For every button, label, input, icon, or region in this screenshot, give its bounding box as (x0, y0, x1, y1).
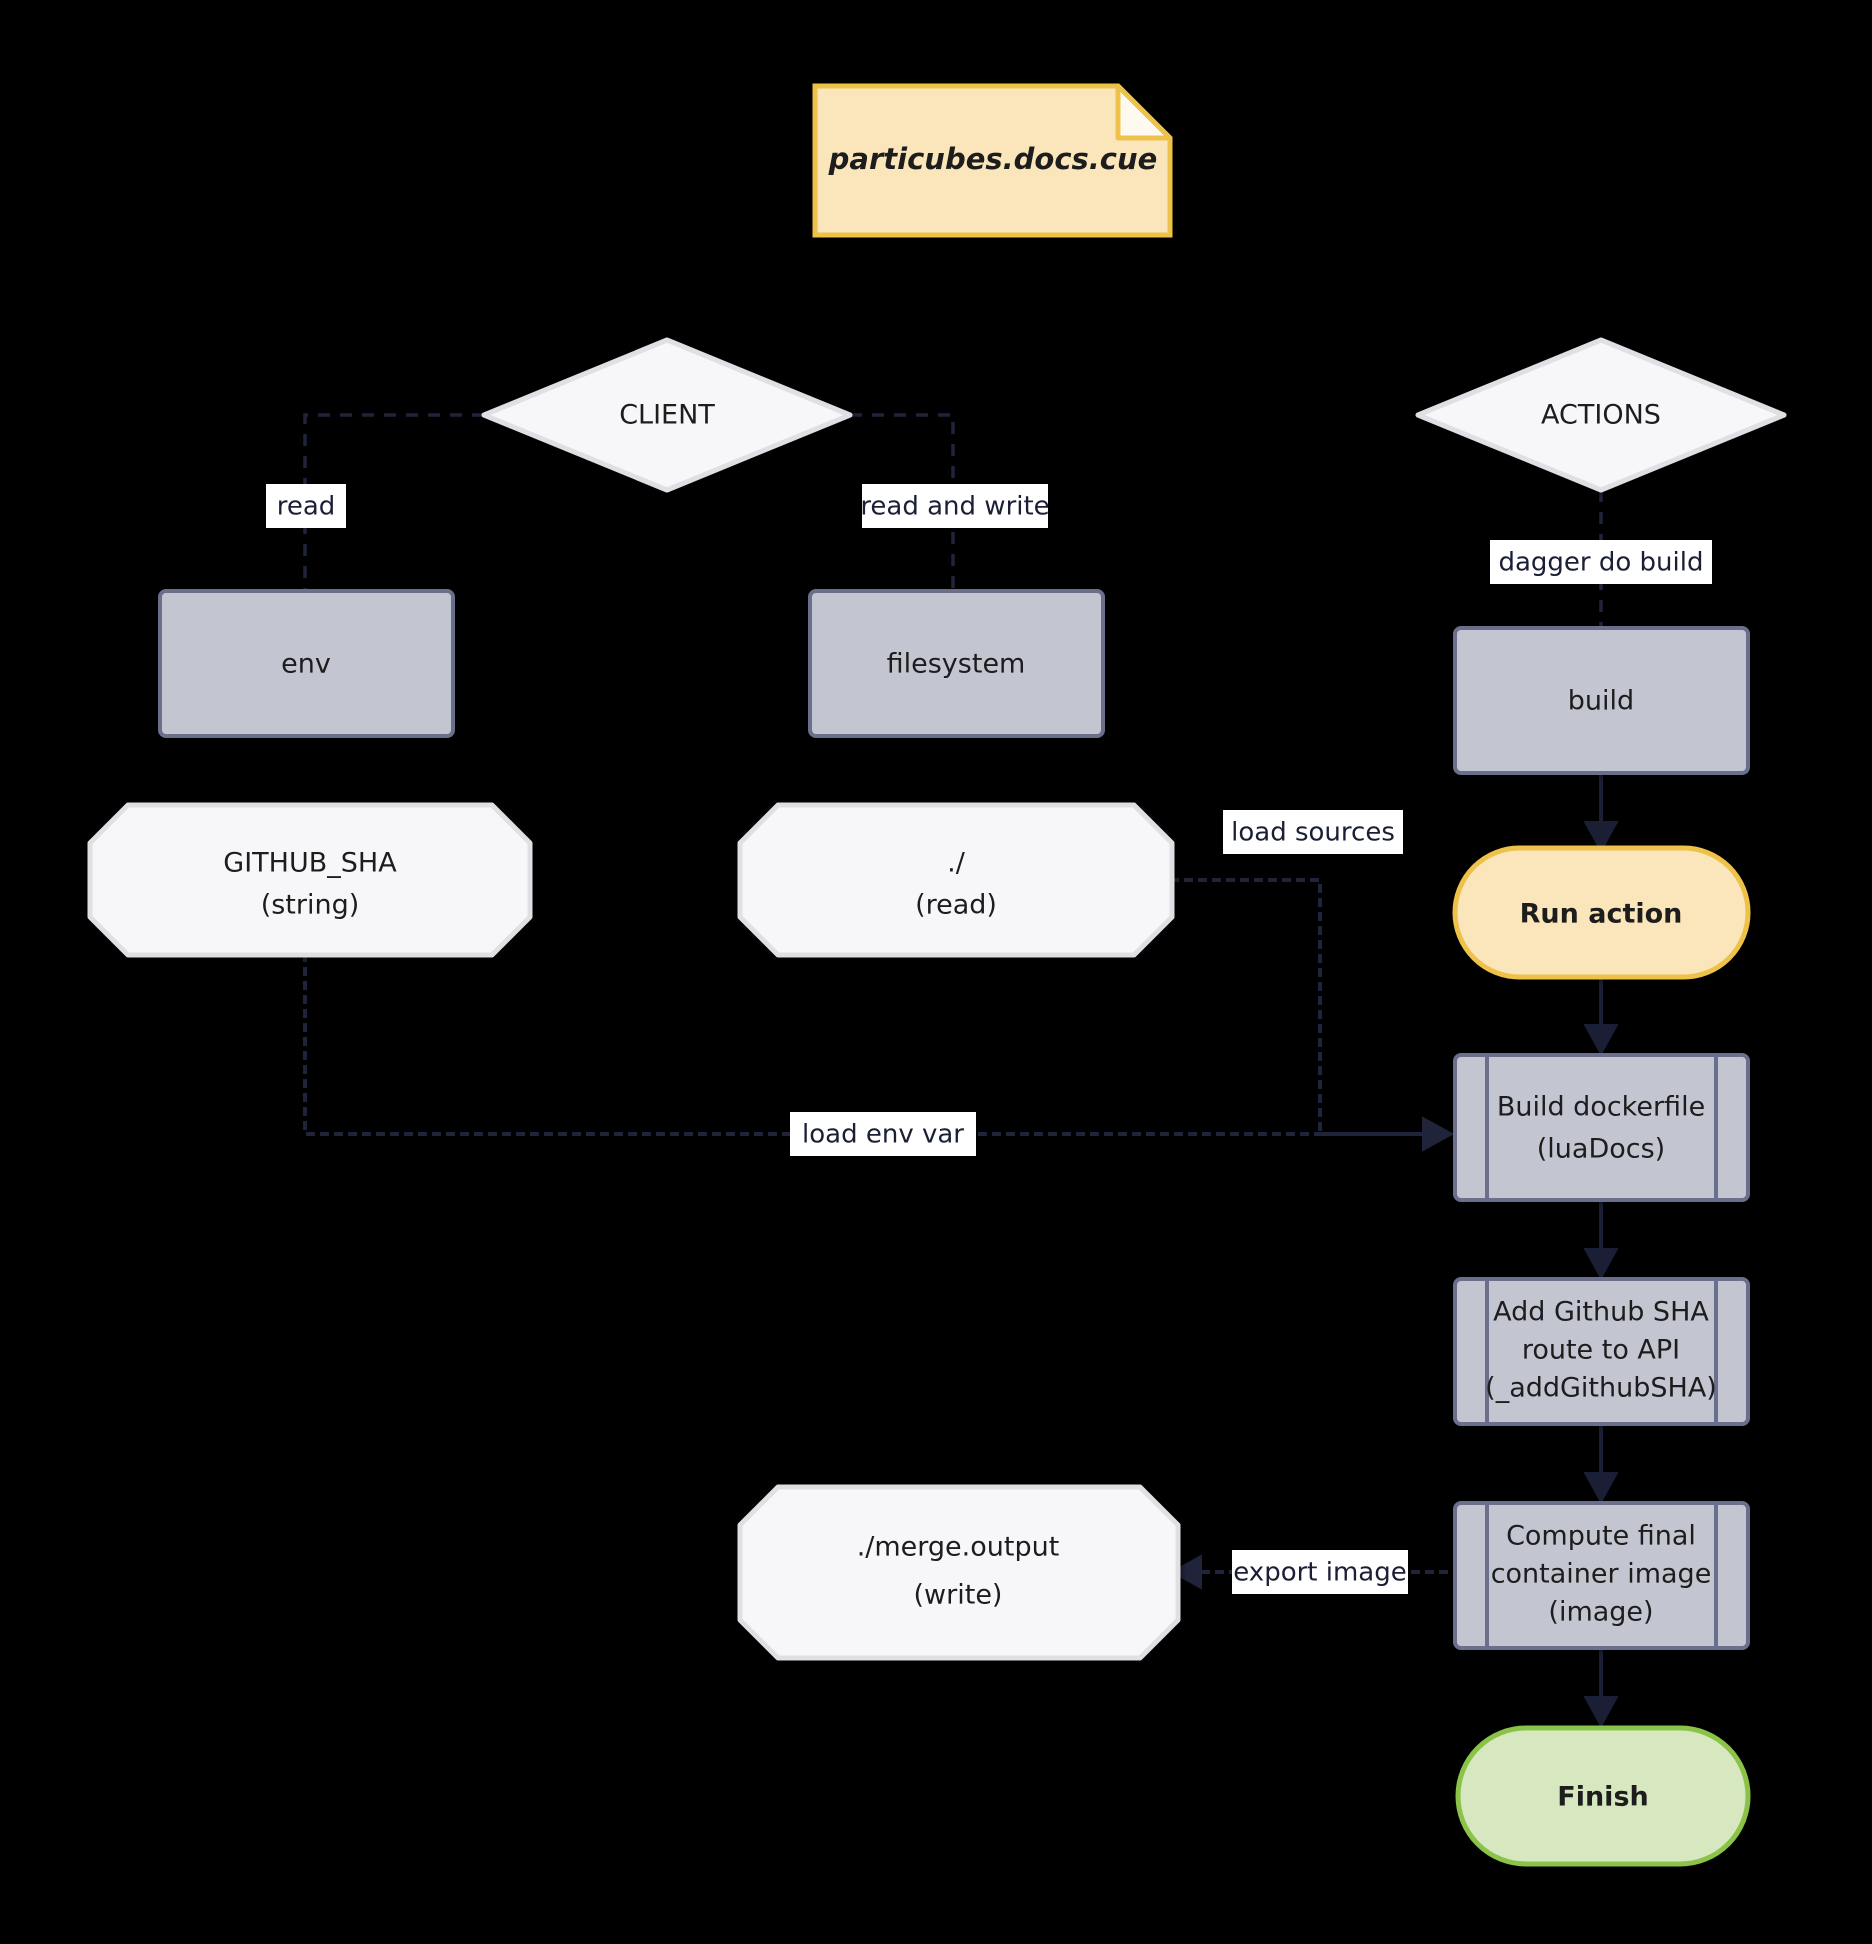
merge-output-line2: (write) (914, 1580, 1003, 1611)
edge-client-filesystem (850, 413, 955, 591)
github-sha-line2: (string) (261, 890, 360, 921)
compute-image-line3: (image) (1548, 1597, 1653, 1628)
add-github-sha-line3: (_addGithubSHA) (1485, 1373, 1717, 1404)
node-note-particubes-docs-cue[interactable]: particubes.docs.cue (812, 83, 1173, 238)
github-sha-line1: GITHUB_SHA (223, 848, 397, 879)
edge-label-load-env-var-text: load env var (802, 1120, 964, 1150)
build-dockerfile-line2: (luaDocs) (1537, 1134, 1665, 1165)
node-build-dockerfile[interactable]: Build dockerfile (luaDocs) (1453, 1053, 1750, 1202)
env-label: env (281, 649, 331, 680)
edge-client-env (303, 413, 484, 591)
node-finish[interactable]: Finish (1455, 1725, 1751, 1867)
node-env[interactable]: env (158, 589, 455, 738)
add-github-sha-line2: route to API (1522, 1335, 1680, 1366)
edge-label-read-text: read (277, 492, 336, 522)
edge-label-load-env-var: load env var (790, 1112, 976, 1156)
edge-label-export-image-text: export image (1233, 1558, 1406, 1588)
node-merge-output[interactable]: ./merge.output (write) (737, 1484, 1181, 1661)
edge-githubsha-builddockerfile (303, 953, 1454, 1152)
build-label: build (1568, 686, 1634, 717)
node-compute-image[interactable]: Compute final container image (image) (1453, 1501, 1750, 1650)
edge-label-read-and-write-text: read and write (860, 492, 1049, 522)
dot-read-line1: ./ (947, 848, 966, 879)
node-build[interactable]: build (1453, 626, 1750, 775)
node-filesystem[interactable]: filesystem (808, 589, 1105, 738)
filesystem-label: filesystem (887, 649, 1026, 680)
edge-label-export-image: export image (1232, 1550, 1408, 1594)
compute-image-line2: container image (1491, 1559, 1712, 1590)
node-client[interactable]: CLIENT (481, 337, 853, 493)
run-action-label: Run action (1520, 899, 1683, 930)
add-github-sha-line1: Add Github SHA (1493, 1297, 1709, 1328)
edge-label-read-and-write: read and write (860, 484, 1050, 528)
compute-image-line1: Compute final (1506, 1521, 1696, 1552)
finish-label: Finish (1557, 1782, 1648, 1813)
node-actions[interactable]: ACTIONS (1415, 337, 1787, 493)
merge-output-line1: ./merge.output (857, 1532, 1060, 1563)
node-add-github-sha[interactable]: Add Github SHA route to API (_addGithubS… (1453, 1277, 1750, 1426)
edge-label-load-sources: load sources (1223, 810, 1403, 854)
edge-label-read: read (266, 484, 346, 528)
note-label: particubes.docs.cue (828, 142, 1158, 176)
actions-label: ACTIONS (1541, 400, 1661, 431)
edge-dotread-builddockerfile (1170, 878, 1454, 1152)
build-dockerfile-line1: Build dockerfile (1497, 1092, 1705, 1123)
client-label: CLIENT (619, 400, 715, 431)
edge-label-dagger-do-build-text: dagger do build (1498, 548, 1703, 578)
edge-label-load-sources-text: load sources (1231, 818, 1395, 848)
node-github-sha[interactable]: GITHUB_SHA (string) (87, 802, 533, 958)
node-run-action[interactable]: Run action (1452, 845, 1751, 980)
dot-read-line2: (read) (915, 890, 997, 921)
node-dot-read[interactable]: ./ (read) (737, 802, 1175, 958)
edge-label-dagger-do-build: dagger do build (1490, 540, 1712, 584)
